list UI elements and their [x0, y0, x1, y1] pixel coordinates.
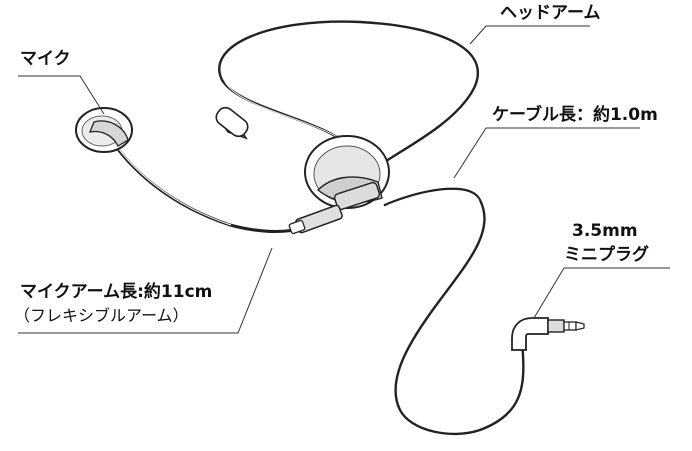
label-micarm-note: （フレキシブルアーム） — [14, 306, 189, 325]
leader-mic — [18, 75, 105, 115]
label-plug-size: 3.5mm — [572, 221, 638, 241]
label-micarm-length: マイクアーム長:約11cm — [20, 282, 213, 302]
leader-micarm — [18, 247, 273, 334]
leader-plug — [533, 267, 670, 319]
head-rest-pad — [215, 106, 249, 140]
label-headarm: ヘッドアーム — [500, 3, 601, 23]
microphone-capsule — [75, 107, 133, 153]
leader-lines — [18, 25, 670, 334]
label-cable-length: ケーブル長：約1.0m — [492, 105, 658, 125]
label-plug-type: ミニプラグ — [564, 245, 649, 265]
leader-headarm — [469, 25, 590, 45]
mic-arm — [106, 133, 307, 233]
mini-plug — [511, 317, 585, 351]
earpiece — [304, 135, 390, 211]
mic-arm-joint — [288, 204, 343, 235]
headband-wire — [218, 20, 479, 167]
cable — [383, 187, 525, 436]
leader-cable — [453, 127, 640, 179]
label-mic: マイク — [20, 49, 71, 69]
